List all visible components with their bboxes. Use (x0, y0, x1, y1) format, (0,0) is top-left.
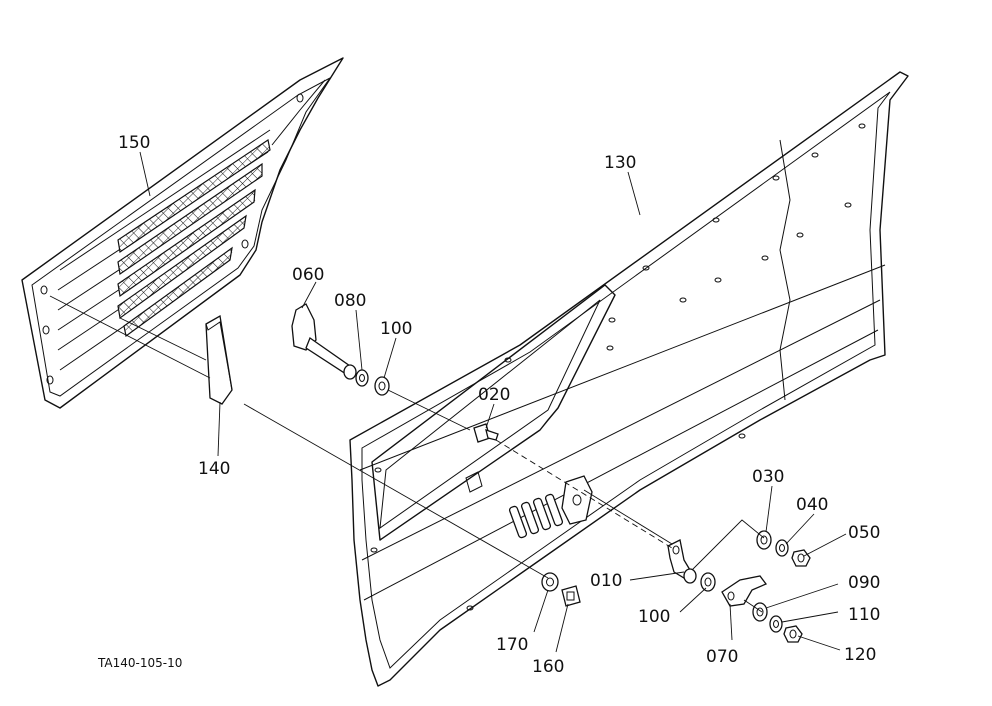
label-090: 090 (848, 573, 880, 593)
window-opening (371, 284, 616, 541)
latch-bracket-010 (667, 539, 697, 584)
washer-110 (769, 615, 783, 633)
assembly-lines (49, 295, 765, 613)
nut-050 (791, 549, 811, 567)
label-070: 070 (706, 647, 738, 667)
grille-panel-150 (21, 57, 344, 409)
clip-nut-160 (561, 585, 581, 607)
panel-louvers (508, 493, 564, 539)
handle-060 (291, 303, 357, 380)
latch-plate-070 (721, 575, 768, 607)
label-110: 110 (848, 605, 880, 625)
seal-140 (205, 314, 233, 405)
washer-090 (752, 602, 768, 622)
callout-leaders (139, 151, 847, 653)
washer-100-upper (374, 376, 390, 396)
side-panel-130 (349, 71, 909, 687)
label-100-lower: 100 (638, 607, 670, 627)
label-050: 050 (848, 523, 880, 543)
label-130: 130 (604, 153, 636, 173)
label-010: 010 (590, 571, 622, 591)
bolt-020 (473, 423, 499, 443)
washer-040 (775, 539, 789, 557)
panel-holes (370, 123, 866, 611)
label-060: 060 (292, 265, 324, 285)
label-040: 040 (796, 495, 828, 515)
washer-100-lower (700, 572, 716, 592)
label-030: 030 (752, 467, 784, 487)
label-120: 120 (844, 645, 876, 665)
grille-mesh (117, 139, 271, 338)
drawing-code: TA140-105-10 (97, 656, 182, 670)
label-150: 150 (118, 133, 150, 153)
label-080: 080 (334, 291, 366, 311)
label-020: 020 (478, 385, 510, 405)
grommet-170 (541, 572, 559, 592)
label-100-upper: 100 (380, 319, 412, 339)
label-160: 160 (532, 657, 564, 677)
label-140: 140 (198, 459, 230, 479)
callout-labels: 150 130 060 080 100 020 140 030 040 050 … (97, 133, 880, 677)
label-170: 170 (496, 635, 528, 655)
nut-120 (783, 625, 803, 643)
washer-080 (355, 369, 369, 387)
